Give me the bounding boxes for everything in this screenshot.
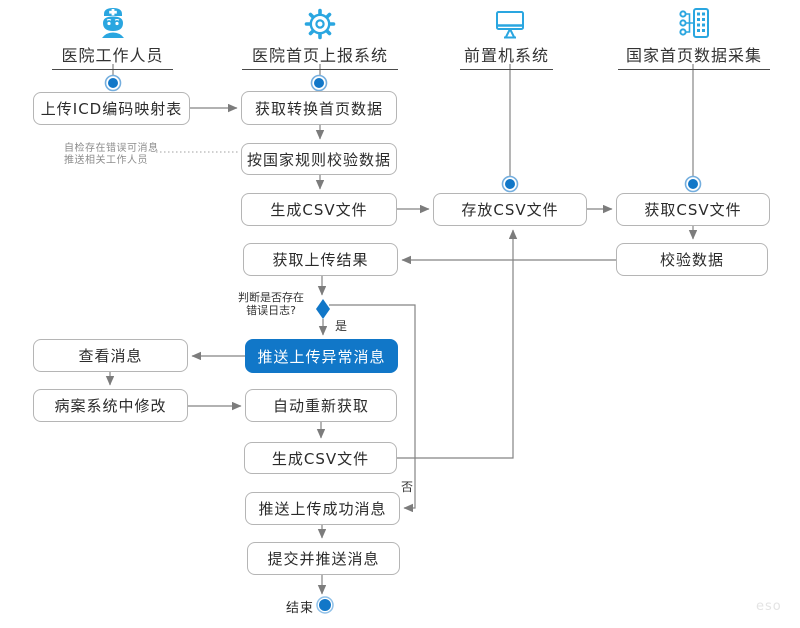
dot-report-system [314,78,324,88]
arrow-gencsv2-to-store [397,229,518,459]
node-view-message: 查看消息 [33,339,188,372]
node-generate-csv-2: 生成CSV文件 [244,442,397,474]
end-label: 结束 [286,601,315,616]
node-push-success-message: 推送上传成功消息 [245,492,400,525]
lane-header-front-machine: 前置机系统 [460,42,553,70]
decision-diamond [316,299,330,319]
node-generate-csv-1: 生成CSV文件 [241,193,397,226]
dot-national-collect [688,179,698,189]
edge-label-yes: 是 [335,319,348,333]
node-get-csv: 获取CSV文件 [616,193,770,226]
node-store-csv: 存放CSV文件 [433,193,587,226]
self-check-note: 自检存在错误可消息 推送相关工作人员 [64,143,159,166]
node-auto-refetch: 自动重新获取 [245,389,397,422]
node-validate-national-rules: 按国家规则校验数据 [241,143,397,175]
monitor-icon [496,11,524,39]
dot-front-machine [505,179,515,189]
node-get-converted-data: 获取转换首页数据 [241,91,397,125]
nurse-icon [102,8,124,38]
gear-icon [304,8,336,40]
node-get-upload-result: 获取上传结果 [243,243,398,276]
decision-label: 判断是否存在 错误日志? [238,291,304,317]
end-node [316,596,334,614]
node-modify-in-mrs: 病案系统中修改 [33,389,188,422]
lane-header-hospital-staff: 医院工作人员 [52,42,173,70]
watermark: eso [756,599,782,614]
node-validate-data: 校验数据 [616,243,768,276]
edge-label-no: 否 [401,480,414,494]
lane-header-national-collect: 国家首页数据采集 [618,42,770,70]
lane-header-report-system: 医院首页上报系统 [242,42,398,70]
node-upload-icd-mapping: 上传ICD编码映射表 [33,92,190,125]
data-collect-icon [679,8,709,38]
node-push-error-message: 推送上传异常消息 [245,339,398,373]
connection-dots [104,74,702,193]
node-submit-and-push: 提交并推送消息 [247,542,400,575]
dot-hospital-staff [108,78,118,88]
